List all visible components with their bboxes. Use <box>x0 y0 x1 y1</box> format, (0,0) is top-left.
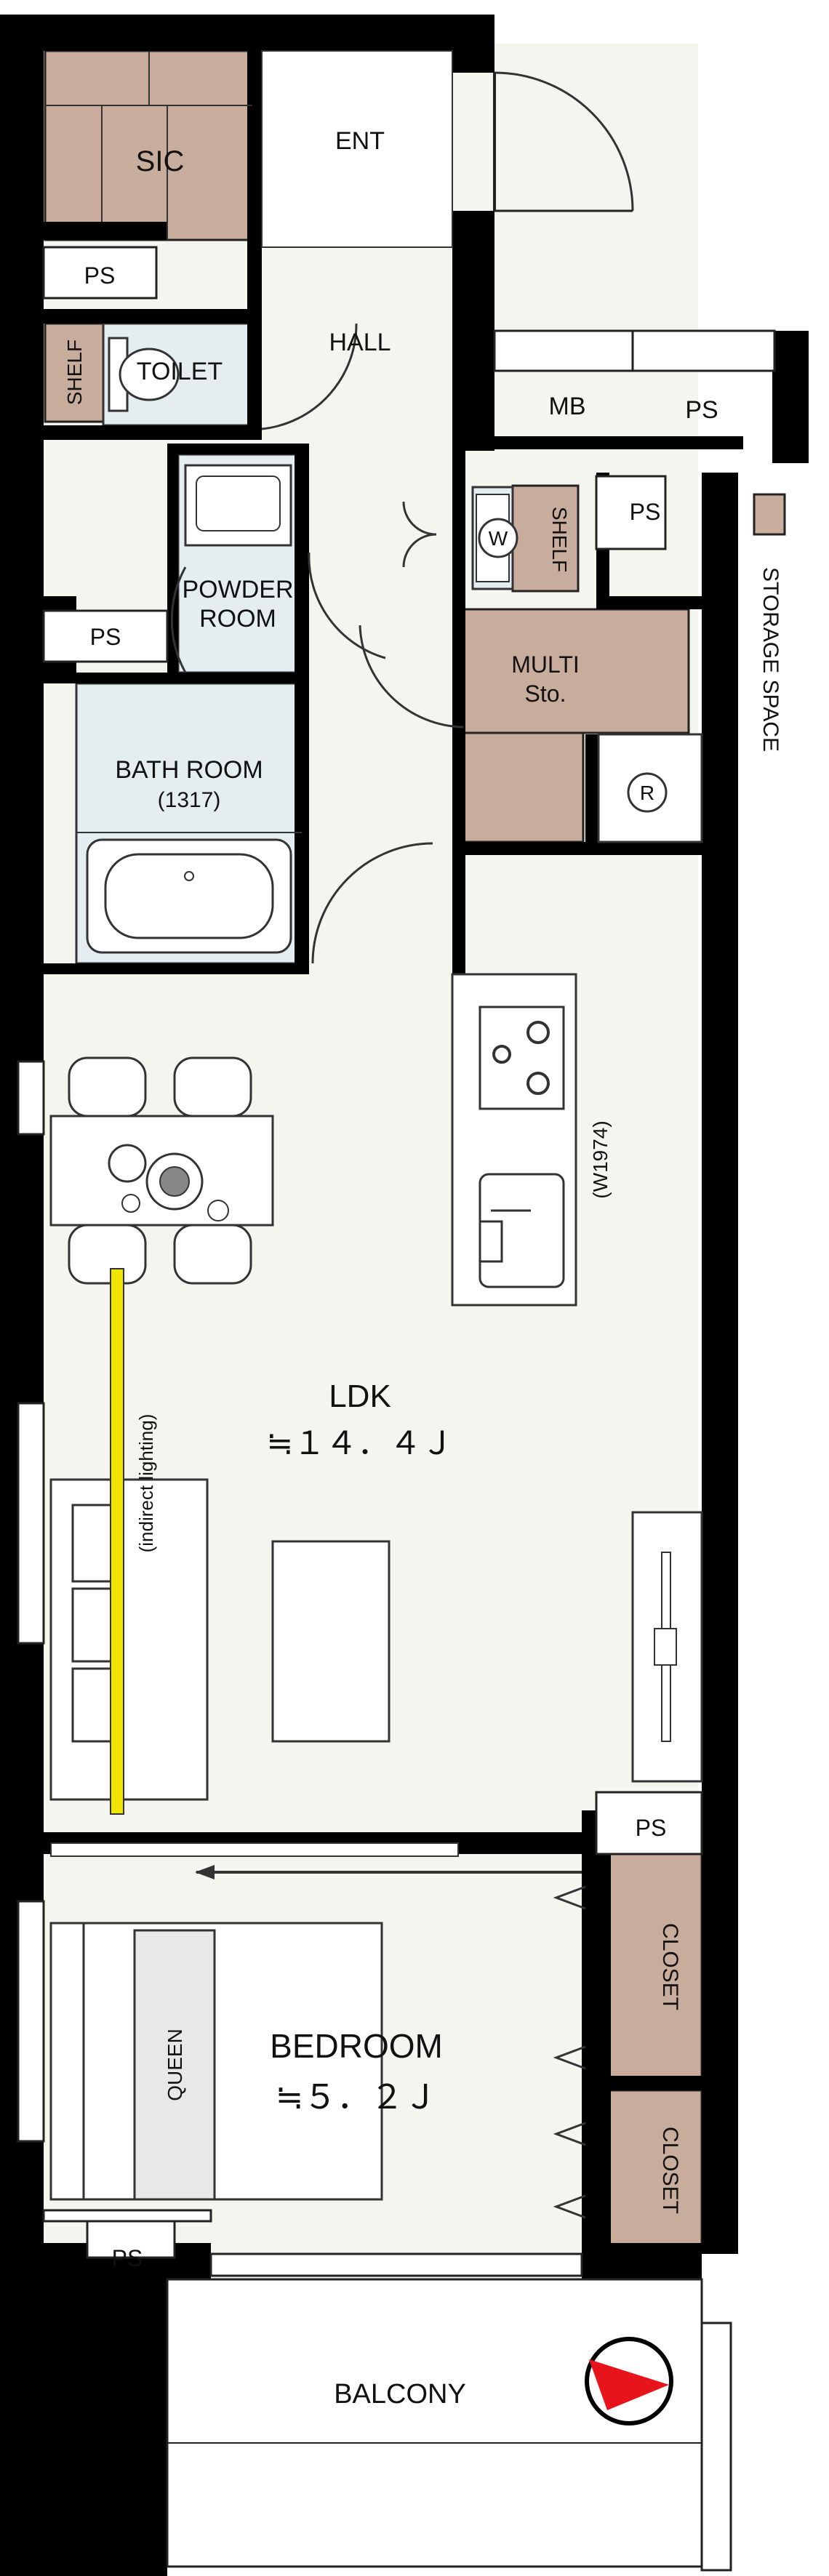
indirect-lighting-label: (indirect lighting) <box>135 1414 157 1553</box>
bath-label: BATH ROOM <box>115 756 263 784</box>
washer-symbol: W <box>489 527 508 550</box>
sliding-partition <box>50 1842 582 1879</box>
closet-2-storage <box>595 2089 703 2248</box>
tv-board <box>631 1511 703 1783</box>
ps-label-2: PS <box>685 396 718 424</box>
mb-label: MB <box>549 393 586 420</box>
bedroom-area-label: ≒５．２Ｊ <box>276 2077 438 2116</box>
closet-label-2: CLOSET <box>658 2127 682 2214</box>
shelf-toilet-label: SHELF <box>63 340 86 405</box>
indirect-lighting-strip <box>110 1268 124 1815</box>
kitchen-counter <box>451 973 577 1307</box>
sic-label: SIC <box>136 145 185 177</box>
ps-label-3: PS <box>630 499 661 525</box>
fridge-icon <box>597 733 703 843</box>
washer-icon <box>476 494 518 582</box>
entrance-door <box>261 50 634 248</box>
multi-label-1: MULTI <box>511 651 580 678</box>
closet-label-1: CLOSET <box>658 1923 682 2010</box>
multi-label-2: Sto. <box>525 681 566 707</box>
dining-table <box>49 1056 274 1285</box>
shelf-laundry-storage <box>511 484 580 593</box>
ps-label-1: PS <box>84 262 116 289</box>
stove-icon <box>492 1021 550 1095</box>
ps-label-6: PS <box>112 2245 143 2271</box>
multi-storage-lower <box>462 731 585 843</box>
closet-doors <box>553 1885 586 2219</box>
ps-label-4: PS <box>90 624 121 650</box>
bedroom-label: BEDROOM <box>270 2027 443 2065</box>
ldk-area-label: ≒１４．４Ｊ <box>267 1425 454 1462</box>
legend-storage-label: STORAGE SPACE <box>758 567 782 752</box>
balcony-area <box>166 2278 703 2568</box>
ps-label-5: PS <box>636 1815 667 1841</box>
hall-label: HALL <box>329 329 391 356</box>
fridge-symbol: R <box>640 782 654 804</box>
kitchen-width-label: (W1974) <box>589 1120 612 1198</box>
ent-label: ENT <box>335 127 385 155</box>
compass-icon <box>585 2337 673 2425</box>
sink-icon <box>184 464 292 547</box>
toilet-icon <box>108 337 180 412</box>
queen-bed <box>49 1922 383 2201</box>
bath-size-label: (1317) <box>158 788 221 812</box>
door-swings <box>170 323 464 964</box>
toilet-label: TOILET <box>137 358 223 385</box>
ldk-label: LDK <box>329 1379 391 1414</box>
bathtub-icon <box>76 832 302 954</box>
shelf-laundry-label: SHELF <box>548 507 571 572</box>
sofa <box>49 1478 209 1801</box>
closet-1-storage <box>595 1853 703 2081</box>
balcony-label: BALCONY <box>334 2379 466 2410</box>
queen-label: QUEEN <box>164 2029 186 2101</box>
powder-label-2: ROOM <box>199 605 276 633</box>
ps-boxes <box>42 246 703 2259</box>
coffee-table <box>271 1540 391 1743</box>
legend-swatch <box>753 493 786 536</box>
sic-dividers <box>45 51 252 240</box>
storage-areas <box>44 49 703 2248</box>
powder-label-1: POWDER <box>183 576 294 603</box>
windows <box>17 329 776 2572</box>
